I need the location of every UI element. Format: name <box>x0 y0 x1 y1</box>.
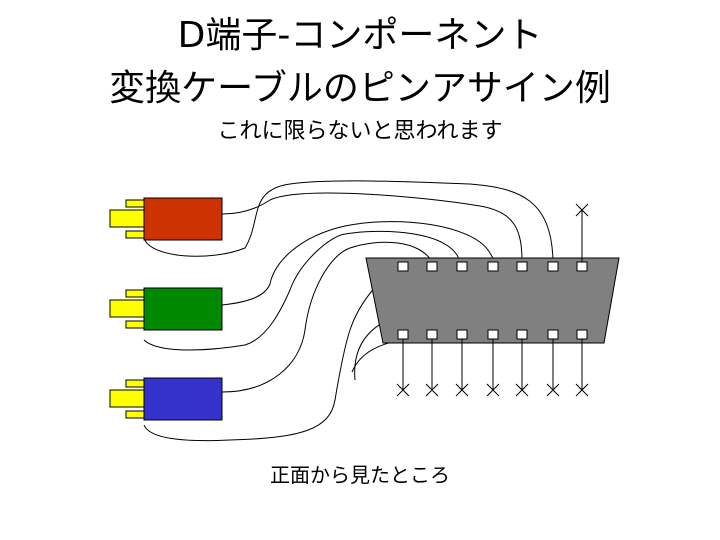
pin-bottom-2 <box>426 329 438 340</box>
pin-top-6 <box>547 261 559 272</box>
pin-bottom-4 <box>487 329 499 340</box>
unused-lead-bottom-5 <box>515 339 529 397</box>
pin-top-1 <box>397 261 409 272</box>
plug-blue-tip-mid <box>109 389 145 408</box>
wire-red-to-pin-top-6 <box>143 180 554 263</box>
unused-lead-bottom-6 <box>546 339 560 397</box>
title-line-2: 変換ケーブルのピンアサイン例 <box>109 68 611 109</box>
plug-blue-tip-bottom <box>125 410 145 419</box>
connector-top-pins <box>397 261 588 272</box>
pin-bottom-6 <box>547 329 559 340</box>
unused-lead-bottom-7 <box>575 339 589 397</box>
diagram-caption: 正面から見たところ <box>270 463 450 487</box>
pin-top-4 <box>487 261 499 272</box>
wire-blue-shield-to-pin-bottom-4 <box>221 241 433 393</box>
d-terminal-connector-body <box>365 257 620 344</box>
plug-green-body <box>143 287 223 331</box>
unused-lead-bottom-1 <box>396 339 410 397</box>
pin-bottom-1 <box>397 329 409 340</box>
plug-blue-body <box>143 377 223 421</box>
pin-bottom-5 <box>516 329 528 340</box>
subtitle-note: これに限らないと思われます <box>217 119 503 144</box>
pin-bottom-3 <box>456 329 468 340</box>
plug-red-body <box>143 197 223 241</box>
plug-red-tip-bottom <box>125 230 145 239</box>
title-line-1: D端子-コンポーネント <box>177 15 543 56</box>
wire-green-to-pin-top-3 <box>143 230 461 351</box>
wire-green-shield-to-pin-top-4 <box>221 221 495 306</box>
wire-red-shield-to-pin-top-5 <box>221 192 523 263</box>
pin-top-3 <box>456 261 468 272</box>
pin-top-7 <box>576 261 588 272</box>
pin-bottom-7 <box>576 329 588 340</box>
plug-red-tip-top <box>125 199 145 208</box>
unused-lead-top-7 <box>575 203 589 262</box>
rca-plug-red <box>109 197 223 241</box>
plug-blue-tip-top <box>125 379 145 388</box>
unused-lead-bottom-3 <box>455 339 469 397</box>
pin-top-2 <box>426 261 438 272</box>
unused-lead-bottom-2 <box>425 339 439 397</box>
unused-pin-leads <box>396 203 589 397</box>
unused-lead-bottom-4 <box>486 339 500 397</box>
plug-green-tip-top <box>125 289 145 298</box>
plug-green-tip-bottom <box>125 320 145 329</box>
rca-plug-green <box>109 287 223 331</box>
plug-green-tip-mid <box>109 299 145 318</box>
rca-plug-blue <box>109 377 223 421</box>
pin-top-5 <box>516 261 528 272</box>
plug-red-tip-mid <box>109 209 145 228</box>
wire-blue-to-pin-top-1 <box>143 261 403 442</box>
